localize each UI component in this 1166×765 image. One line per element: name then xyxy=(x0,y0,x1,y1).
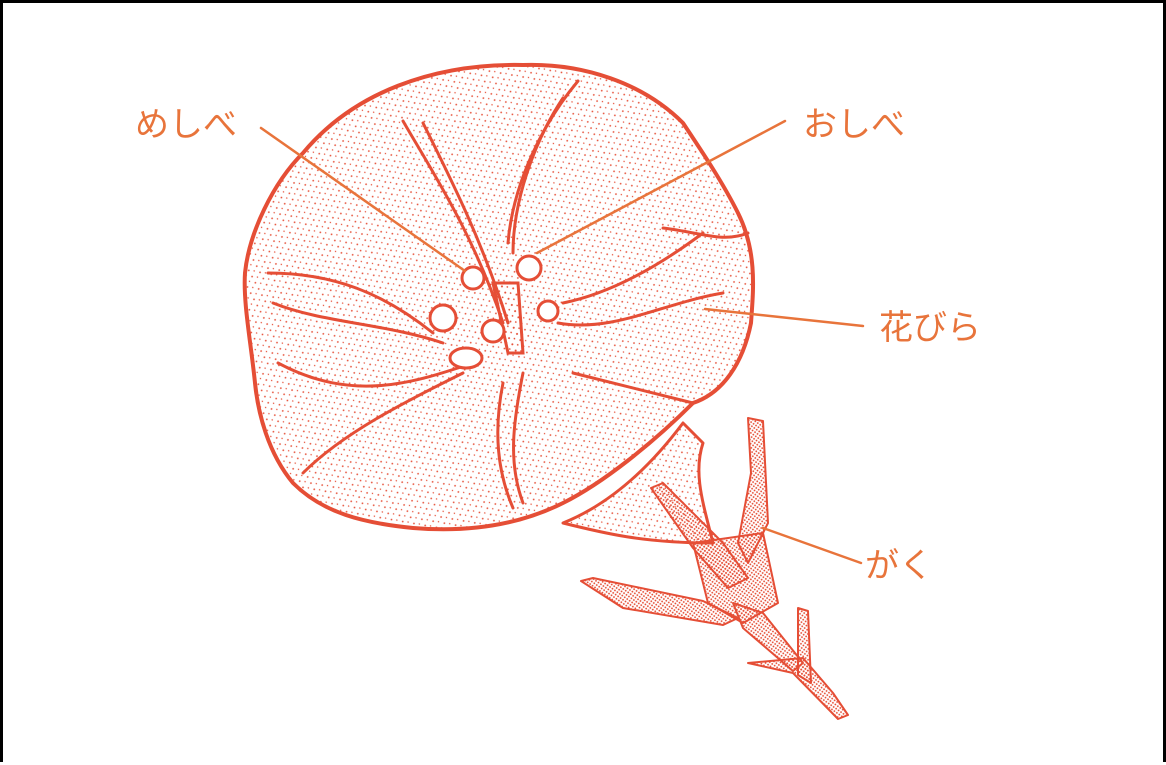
label-pistil: めしべ xyxy=(135,105,237,145)
leader-line-sepal xyxy=(763,528,861,563)
label-petal: 花びら xyxy=(879,308,981,348)
label-stamen: おしべ xyxy=(803,105,905,145)
label-sepal: がく xyxy=(865,546,933,586)
